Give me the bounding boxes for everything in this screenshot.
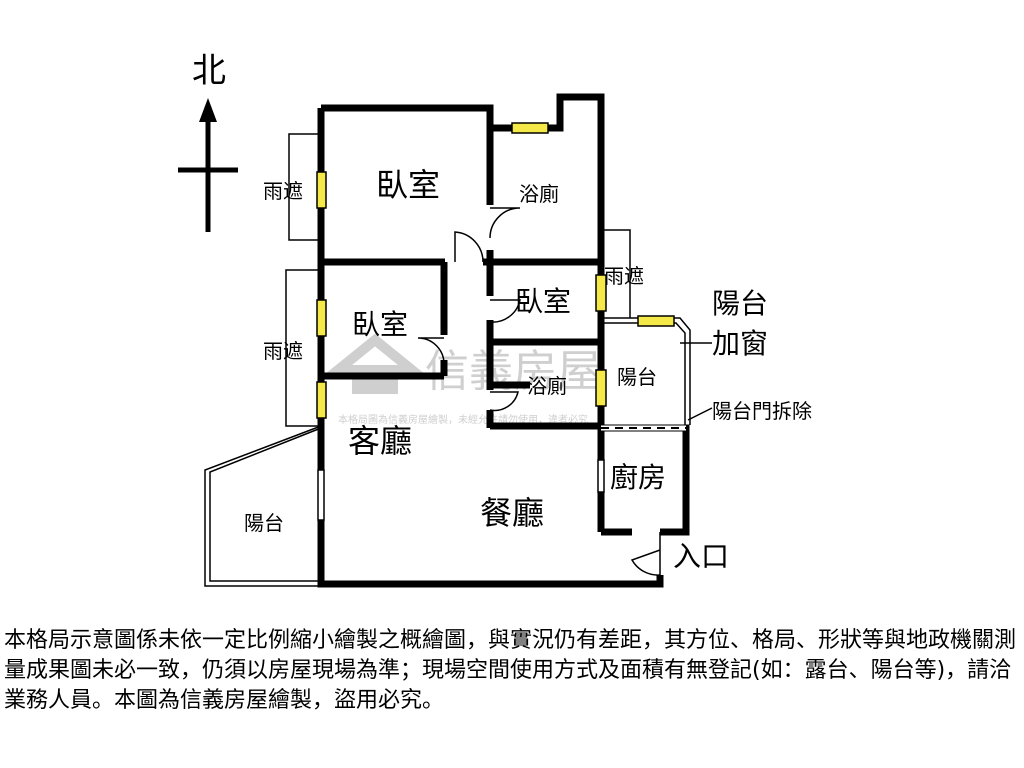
label-bedroom-2: 臥室: [352, 308, 408, 341]
window-2: [511, 122, 549, 134]
label-awning-3: 雨遮: [604, 264, 644, 288]
window-4: [316, 381, 327, 419]
label-bedroom-3: 臥室: [515, 285, 571, 318]
label-entrance: 入口: [673, 540, 729, 573]
label-balcony-door-removed: 陽台門拆除: [712, 399, 812, 423]
north-arrow-icon: [178, 98, 238, 232]
door-bath1: [489, 207, 521, 239]
disclaimer-text: 本格局示意圖係未依一定比例縮小繪製之概繪圖，與實況仍有差距，其方位、格局、形狀等…: [4, 628, 1017, 713]
watermark-brand: 信義房屋: [425, 346, 601, 397]
window-5: [595, 274, 607, 312]
label-bathroom-2: 浴廁: [527, 374, 567, 398]
label-bedroom-1: 臥室: [376, 166, 440, 204]
label-bathroom-1: 浴廁: [519, 182, 559, 206]
label-living-room: 客廳: [348, 422, 412, 460]
balcony-west-outline: [204, 425, 322, 587]
label-balcony-window-1: 陽台: [712, 287, 768, 320]
door-bath2: [489, 391, 519, 412]
label-awning-1: 雨遮: [263, 179, 303, 203]
windows: [316, 122, 675, 419]
label-kitchen: 廚房: [610, 461, 666, 494]
label-balcony-east: 陽台: [617, 365, 657, 389]
awnings: [285, 133, 631, 427]
door-bed2: [417, 337, 445, 365]
door-entrance: [630, 549, 661, 576]
walls: [317, 93, 690, 588]
label-balcony-window-2: 加窗: [712, 327, 768, 360]
door-bed1: [454, 231, 484, 263]
window-1: [316, 171, 327, 209]
doors: [417, 207, 661, 576]
watermark-logo-icon: [323, 333, 427, 394]
window-3: [316, 299, 327, 337]
window-6: [637, 315, 675, 327]
label-awning-2: 雨遮: [263, 339, 303, 363]
door-bed3: [489, 299, 521, 323]
label-balcony-west: 陽台: [244, 511, 284, 535]
north-label: 北: [192, 51, 226, 91]
floor-plan: 信義房屋 本格局圖為信義房屋繪製，未經允許請勿使用，違者必究 北: [178, 51, 812, 588]
window-7: [595, 369, 607, 407]
sliding-door: [317, 459, 605, 521]
label-dining-room: 餐廳: [480, 494, 544, 532]
